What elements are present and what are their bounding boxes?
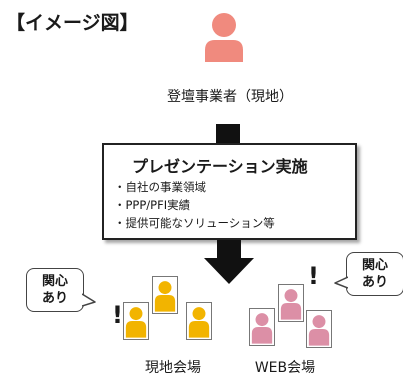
onsite-attendee-icon: [152, 276, 178, 314]
bubble-tail-web: [334, 276, 348, 289]
onsite-attendee-icon: [123, 302, 149, 340]
presentation-bullet-1: 自社の事業領域: [114, 179, 207, 195]
bubble-line-1: 関心: [41, 274, 68, 289]
presenter-label: 登壇事業者（現地）: [167, 89, 293, 105]
interest-bubble-onsite: 関心 あり: [26, 268, 84, 312]
exclamation-onsite: !: [112, 301, 123, 329]
bubble-line-2: あり: [41, 291, 68, 306]
presentation-heading: プレゼンテーション実施: [132, 157, 308, 176]
presentation-bullet-2: PPP/PFI実績: [114, 197, 191, 213]
bubble-tail-onsite: [82, 293, 96, 307]
web-attendee-icon: [278, 284, 304, 322]
web-venue-label: WEB会場: [254, 360, 316, 376]
interest-bubble-web: 関心 あり: [346, 252, 403, 296]
presenter-person-icon: [205, 13, 243, 62]
presentation-box: プレゼンテーション実施 自社の事業領域 PPP/PFI実績 提供可能なソリューシ…: [102, 143, 357, 240]
web-attendee-icon: [249, 308, 275, 346]
onsite-attendee-icon: [186, 302, 212, 340]
web-attendee-icon: [306, 310, 332, 348]
arrow-stem: [216, 124, 240, 146]
exclamation-web: !: [308, 262, 319, 290]
onsite-venue-label: 現地会場: [145, 360, 201, 376]
down-arrow-icon: [204, 240, 254, 284]
presentation-bullet-3: 提供可能なソリューション等: [114, 215, 275, 231]
diagram-title: 【イメージ図】: [6, 12, 139, 34]
bubble-line-1: 関心: [361, 258, 388, 273]
bubble-line-2: あり: [361, 275, 388, 290]
